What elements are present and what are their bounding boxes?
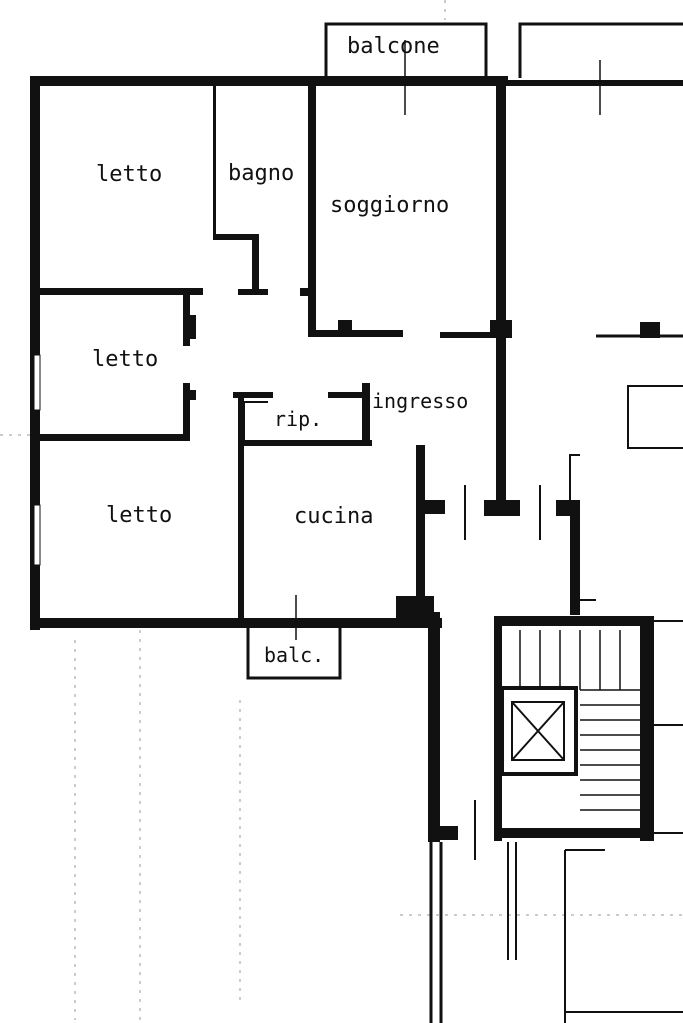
neighbour-balcony-outline [518,22,683,115]
lift-shaft [500,686,578,776]
label-bagno: bagno [228,161,294,186]
outer-walls [30,76,683,630]
label-balc: balc. [264,643,324,667]
label-letto-2: letto [92,347,158,372]
label-letto-3: letto [106,503,172,528]
balc-outline [246,595,342,680]
label-letto-1: letto [96,162,162,187]
room-labels: balcone letto bagno soggiorno letto rip.… [92,34,468,667]
stairwell [494,616,683,841]
label-cucina: cucina [294,504,373,529]
label-balcone: balcone [347,34,440,59]
label-soggiorno: soggiorno [330,193,449,218]
label-ingresso: ingresso [372,389,468,413]
label-ripostiglio: rip. [274,407,322,431]
lower-corridor [429,842,683,1023]
door-marks [464,485,541,860]
windows-left [33,80,432,566]
interior-walls [40,86,580,842]
stair-steps [519,630,640,811]
neighbour-walls [569,322,683,601]
